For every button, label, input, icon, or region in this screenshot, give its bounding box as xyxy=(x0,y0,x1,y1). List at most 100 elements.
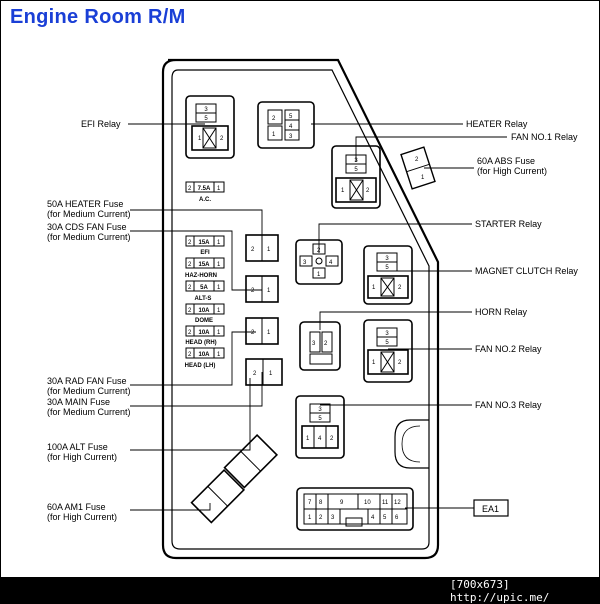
fuse-box-diagram: 3 5 1 2 2 5 4 3 1 3 5 1 2 2 1 xyxy=(47,58,578,560)
mini-fuse-amp: 15A xyxy=(198,240,210,246)
mini-fuse-pin: 2 xyxy=(188,240,192,246)
starter-pin1: 1 xyxy=(317,272,321,278)
rad-fuse-sub: (for Medium Current) xyxy=(47,386,131,396)
mini-fuse-dome[interactable] xyxy=(185,303,225,315)
fan2-relay[interactable] xyxy=(363,319,413,383)
mini-fuse-pin: 1 xyxy=(217,240,221,246)
horn-pin3: 3 xyxy=(312,341,316,347)
am1-fuse-sub: (for High Current) xyxy=(47,512,117,522)
fan3-pin4: 4 xyxy=(318,436,322,442)
housing-bump xyxy=(394,419,429,469)
mini-fuse-name: A.C. xyxy=(199,197,211,203)
heater-relay-pin4: 4 xyxy=(289,124,293,130)
mid-fuse-pin1: 1 xyxy=(267,330,271,336)
mini-fuse-head-rh[interactable] xyxy=(185,325,225,337)
mini-fuse-name: ALT-S xyxy=(195,296,212,302)
cds-fuse-label: 30A CDS FAN Fuse xyxy=(47,222,127,232)
mid-fuse[interactable] xyxy=(245,317,279,345)
mini-fuse-head-lh[interactable] xyxy=(185,347,225,359)
efi-relay-pin3: 3 xyxy=(204,107,208,113)
cds-fan-fuse[interactable] xyxy=(245,275,279,303)
am1-fuse[interactable] xyxy=(190,468,246,524)
fan1-relay-pin5: 5 xyxy=(354,167,358,173)
mini-fuse-name: EFI xyxy=(200,250,210,256)
diagram-frame xyxy=(0,0,600,578)
fan1-relay-pin1: 1 xyxy=(341,188,345,194)
ea1-pin: 10 xyxy=(364,500,371,506)
heater-relay-pin3: 3 xyxy=(289,134,293,140)
rad-fan-fuse[interactable] xyxy=(245,358,283,386)
starter-pin4: 4 xyxy=(329,260,333,266)
mini-fuse-pin: 2 xyxy=(188,285,192,291)
mini-fuse-efi[interactable] xyxy=(185,235,225,247)
mini-fuse-pin: 2 xyxy=(188,352,192,358)
mini-fuse-amp: 10A xyxy=(198,352,210,358)
starter-relay-label: STARTER Relay xyxy=(475,219,542,229)
alt-fuse[interactable] xyxy=(223,433,279,489)
ea1-pin: 1 xyxy=(308,515,312,521)
image-footer: [700x673] http://upic.me/ xyxy=(450,578,550,604)
mini-fuse-pin: 1 xyxy=(217,285,221,291)
ea1-pin: 12 xyxy=(394,500,401,506)
ea1-pin: 9 xyxy=(340,500,344,506)
mini-fuse-name: HEAD (LH) xyxy=(185,363,216,369)
mini-fuse-pin: 1 xyxy=(217,330,221,336)
cds-fuse-pin2: 2 xyxy=(251,288,255,294)
heater-relay-pin5: 5 xyxy=(289,114,293,120)
fan1-relay-label: FAN NO.1 Relay xyxy=(511,132,578,142)
ea1-pin: 2 xyxy=(319,515,323,521)
mini-fuse-name: HAZ-HORN xyxy=(185,273,217,279)
mini-fuse-pin: 2 xyxy=(188,330,192,336)
ea1-connector[interactable] xyxy=(296,487,414,531)
heater-relay-pin1: 1 xyxy=(272,132,276,138)
starter-pin3: 3 xyxy=(303,260,307,266)
efi-relay-pin1: 1 xyxy=(198,136,202,142)
housing-outer xyxy=(161,58,440,560)
heater-fuse-pin1: 1 xyxy=(267,247,271,253)
mini-fuse-name: HEAD (RH) xyxy=(185,340,216,346)
cds-fuse-pin1: 1 xyxy=(267,288,271,294)
fan2-pin3: 3 xyxy=(385,331,389,337)
heater-relay-label: HEATER Relay xyxy=(466,119,528,129)
mini-fuse-amp: 10A xyxy=(198,308,210,314)
mini-fuse-alt-s[interactable] xyxy=(185,280,225,292)
mini-fuse-pin: 1 xyxy=(217,308,221,314)
mini-fuse-pin: 2 xyxy=(188,186,192,192)
magnet-pin2: 2 xyxy=(398,285,402,291)
abs-fuse-pin1: 1 xyxy=(421,175,425,181)
page-title: Engine Room R/M xyxy=(10,6,186,28)
rad-fuse-pin2: 2 xyxy=(253,371,257,377)
efi-relay-pin2: 2 xyxy=(220,136,224,142)
fan3-pin3: 3 xyxy=(318,407,322,413)
cds-fuse-sub: (for Medium Current) xyxy=(47,232,131,242)
mini-fuse-amp: 7.5A xyxy=(198,186,211,192)
abs-fuse-label: 60A ABS Fuse xyxy=(477,156,535,166)
leader-lines xyxy=(128,123,507,511)
abs-fuse-pin2: 2 xyxy=(415,157,419,163)
mini-fuse-ac[interactable] xyxy=(185,181,225,193)
mini-fuse-amp: 15A xyxy=(198,262,210,268)
mini-fuse-name: DOME xyxy=(195,318,213,324)
efi-relay-pin5: 5 xyxy=(204,116,208,122)
mini-fuse-pin: 2 xyxy=(188,262,192,268)
alt-fuse-sub: (for High Current) xyxy=(47,452,117,462)
abs-fuse[interactable] xyxy=(400,146,436,190)
fan1-relay-pin2: 2 xyxy=(366,188,370,194)
fan3-pin5: 5 xyxy=(318,416,322,422)
fan3-relay[interactable] xyxy=(295,395,345,459)
ea1-label: EA1 xyxy=(482,504,499,514)
ea1-pin: 6 xyxy=(395,515,399,521)
magnet-pin3: 3 xyxy=(385,256,389,262)
heater-relay[interactable] xyxy=(257,101,315,149)
mini-fuse-haz-horn[interactable] xyxy=(185,257,225,269)
fan3-pin1: 1 xyxy=(306,436,310,442)
mid-fuse-pin2: 2 xyxy=(251,330,255,336)
magnet-clutch-relay[interactable] xyxy=(363,245,413,305)
mini-fuse-pin: 2 xyxy=(188,308,192,314)
fan2-pin2: 2 xyxy=(398,360,402,366)
fan3-relay-label: FAN NO.3 Relay xyxy=(475,400,542,410)
efi-relay[interactable] xyxy=(185,95,235,159)
rad-fuse-label: 30A RAD FAN Fuse xyxy=(47,376,127,386)
ea1-pin: 7 xyxy=(308,500,312,506)
mini-fuse-amp: 5A xyxy=(200,285,208,291)
